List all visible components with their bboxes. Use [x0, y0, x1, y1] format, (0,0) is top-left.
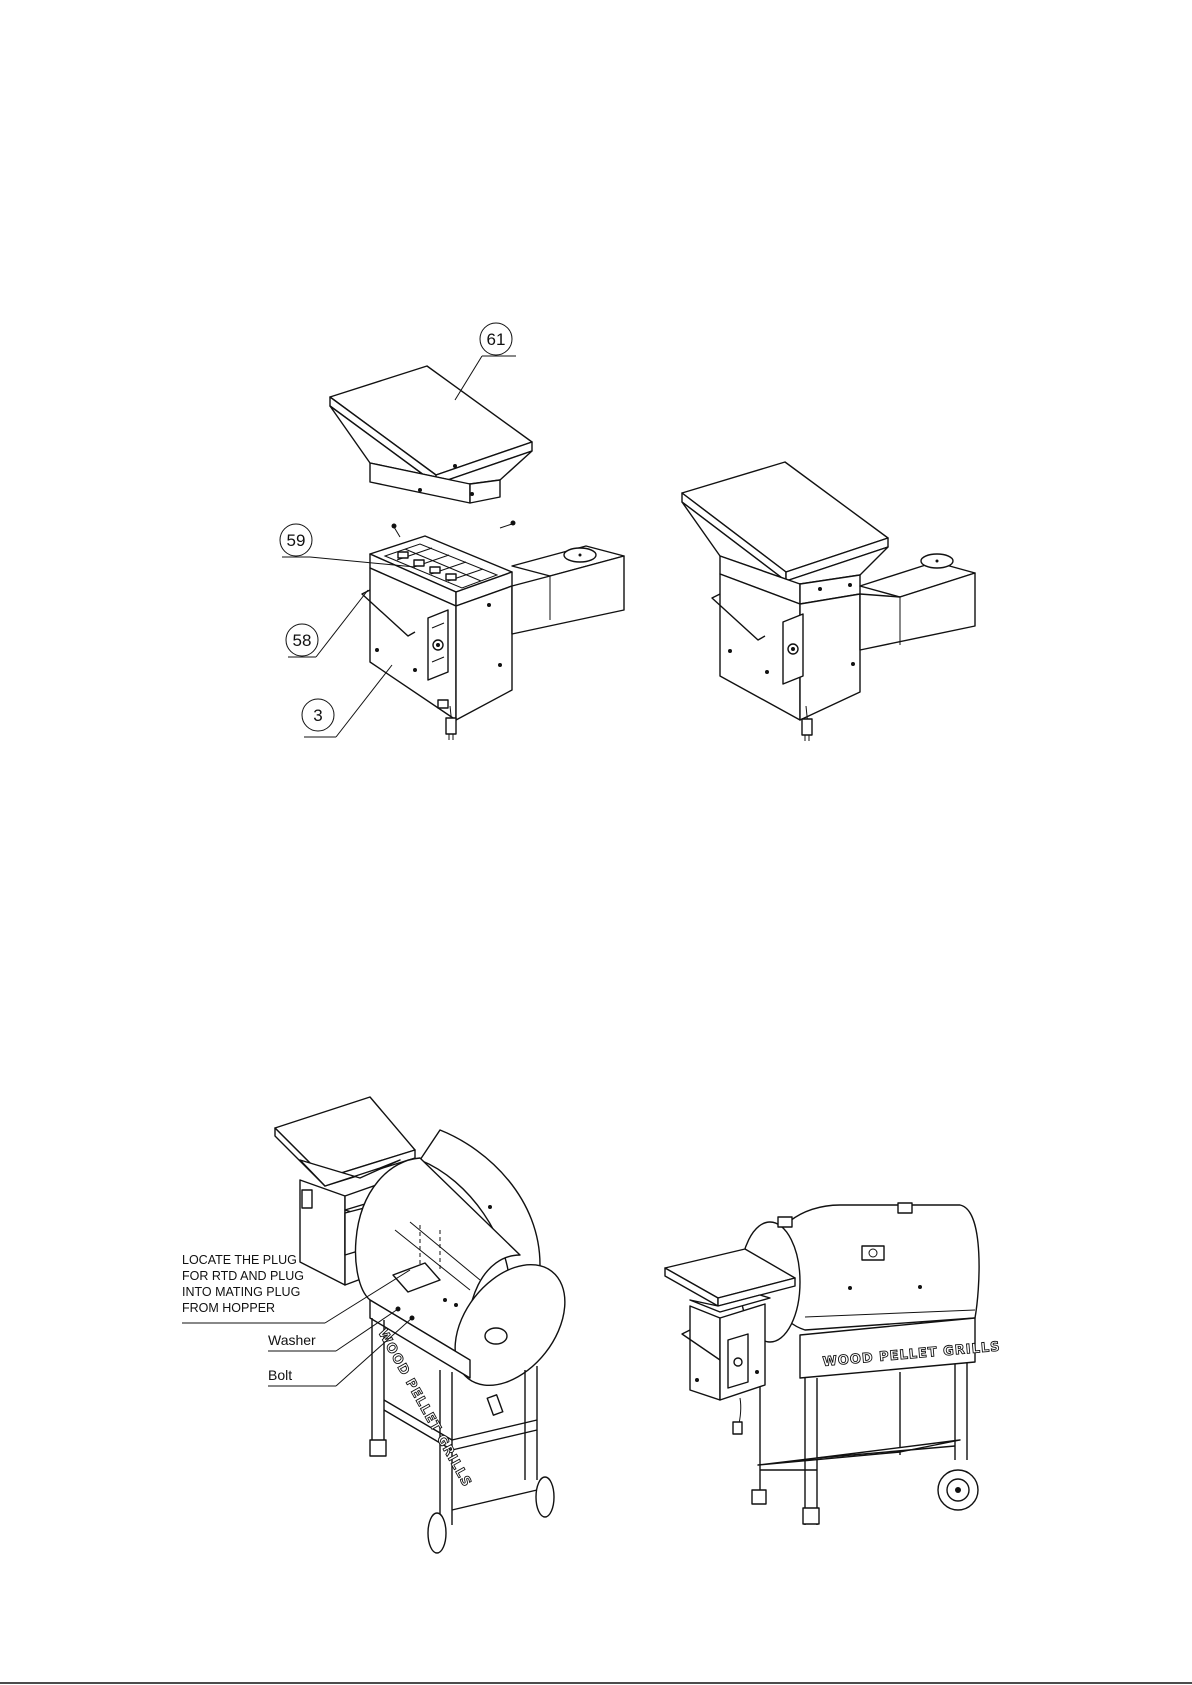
svg-text:3: 3 — [313, 706, 322, 725]
svg-text:61: 61 — [487, 330, 506, 349]
svg-text:LOCATE THE PLUG: LOCATE THE PLUG — [182, 1253, 297, 1267]
callout-58: 58 — [286, 590, 368, 657]
svg-text:FOR RTD AND PLUG: FOR RTD AND PLUG — [182, 1269, 304, 1283]
lid-screws — [392, 521, 516, 538]
svg-text:59: 59 — [287, 531, 306, 550]
grill-assembly-view: WOOD PELLET GRILLS LOCATE THE PLUG FOR R… — [182, 1097, 587, 1553]
svg-text:Washer: Washer — [268, 1332, 316, 1348]
svg-text:FROM HOPPER: FROM HOPPER — [182, 1301, 275, 1315]
callout-61: 61 — [455, 323, 516, 400]
svg-text:INTO MATING PLUG: INTO MATING PLUG — [182, 1285, 300, 1299]
callout-3: 3 — [302, 665, 392, 737]
svg-text:58: 58 — [293, 631, 312, 650]
hopper-assembled-view — [682, 462, 975, 741]
hopper-exploded-view: 61 59 58 3 — [280, 323, 624, 740]
hopper-lid-part-61 — [330, 366, 532, 503]
svg-text:Bolt: Bolt — [268, 1367, 292, 1383]
grill-complete-view: WOOD PELLET GRILLS — [665, 1203, 1001, 1525]
